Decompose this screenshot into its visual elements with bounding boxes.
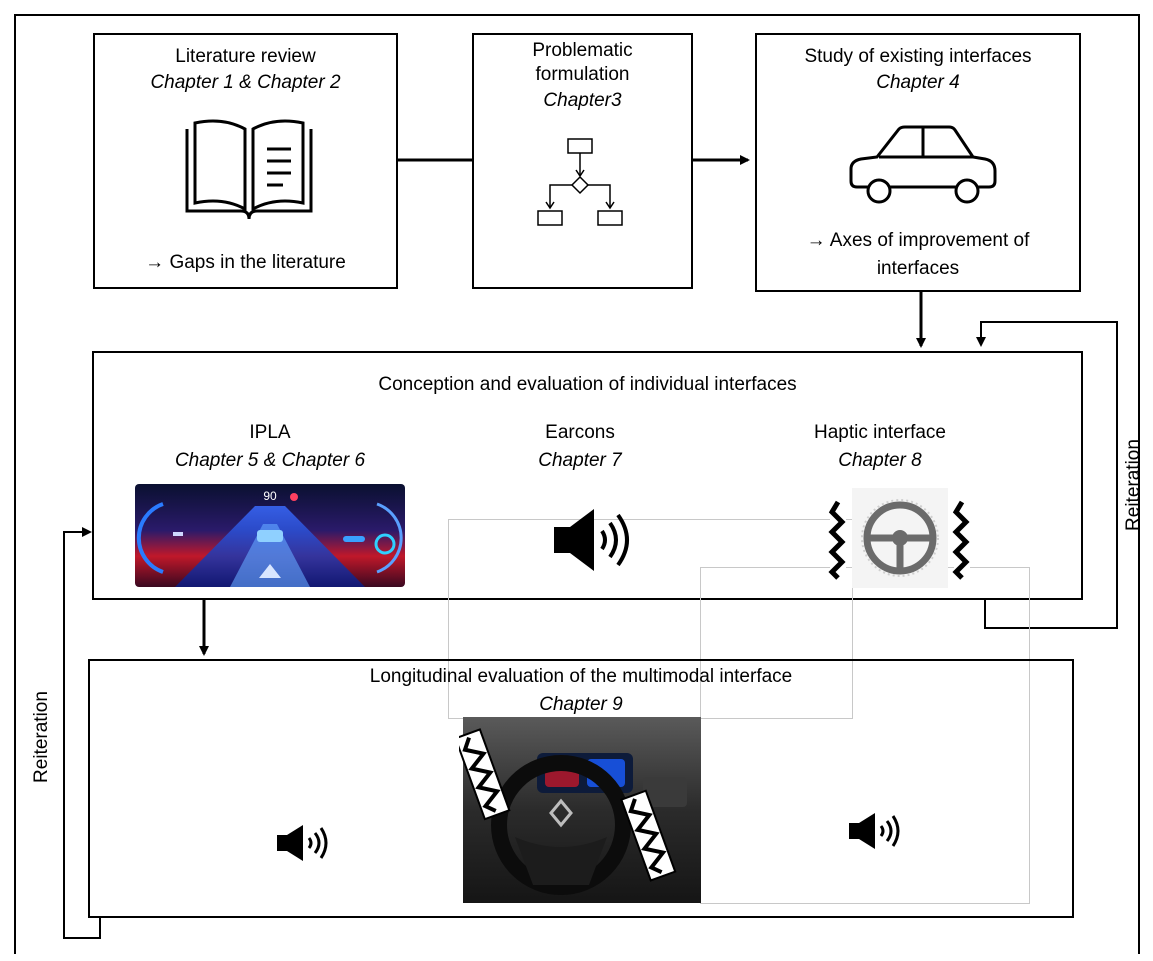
dashboard-display-image: 90: [135, 484, 405, 587]
problematic-title-line2: formulation: [535, 64, 630, 85]
speaker-icon-left: [277, 825, 328, 861]
earcons-chapter: Chapter 7: [538, 450, 622, 471]
literature-review-title: Literature review: [175, 46, 316, 67]
dashboard-speed: 90: [263, 489, 277, 503]
open-book-icon: [185, 119, 313, 220]
haptic-chapter: Chapter 8: [838, 450, 922, 471]
conception-title: Conception and evaluation of individual …: [378, 374, 797, 395]
earcons-speaker-icon: [554, 509, 629, 571]
ipla-chapters: Chapter 5 & Chapter 6: [174, 450, 366, 471]
problematic-formulation-box: Problematic formulation Chapter3: [472, 33, 693, 289]
problematic-title-line1: Problematic: [532, 40, 633, 61]
longitudinal-box: Longitudinal evaluation of the multimoda…: [88, 659, 1074, 918]
car-icon: [849, 125, 997, 204]
reiteration-label-left: Reiteration: [31, 691, 52, 783]
literature-review-box: Literature review Chapter 1 & Chapter 2 …: [93, 33, 398, 289]
earcons-title: Earcons: [545, 422, 615, 443]
literature-review-chapters: Chapter 1 & Chapter 2: [150, 72, 341, 93]
existing-interfaces-note-line1: → Axes of improvement of: [806, 230, 1030, 251]
existing-interfaces-note-line2: interfaces: [876, 258, 960, 279]
reiteration-label-right: Reiteration: [1123, 439, 1144, 531]
longitudinal-title: Longitudinal evaluation of the multimoda…: [369, 666, 793, 687]
haptic-title: Haptic interface: [813, 422, 946, 443]
problematic-chapter: Chapter3: [543, 90, 622, 111]
ipla-title: IPLA: [249, 422, 291, 443]
literature-review-note: → Gaps in the literature: [145, 252, 346, 273]
outer-frame: [14, 14, 1140, 954]
flowchart-icon: [537, 138, 623, 226]
existing-interfaces-chapter: Chapter 4: [876, 72, 960, 93]
steering-wheel-icon: [828, 488, 970, 588]
speaker-icon-right: [849, 813, 900, 849]
car-interior-image: [459, 717, 701, 903]
existing-interfaces-box: Study of existing interfaces Chapter 4 →…: [755, 33, 1081, 292]
existing-interfaces-title: Study of existing interfaces: [804, 46, 1032, 67]
longitudinal-chapter: Chapter 9: [539, 694, 623, 715]
